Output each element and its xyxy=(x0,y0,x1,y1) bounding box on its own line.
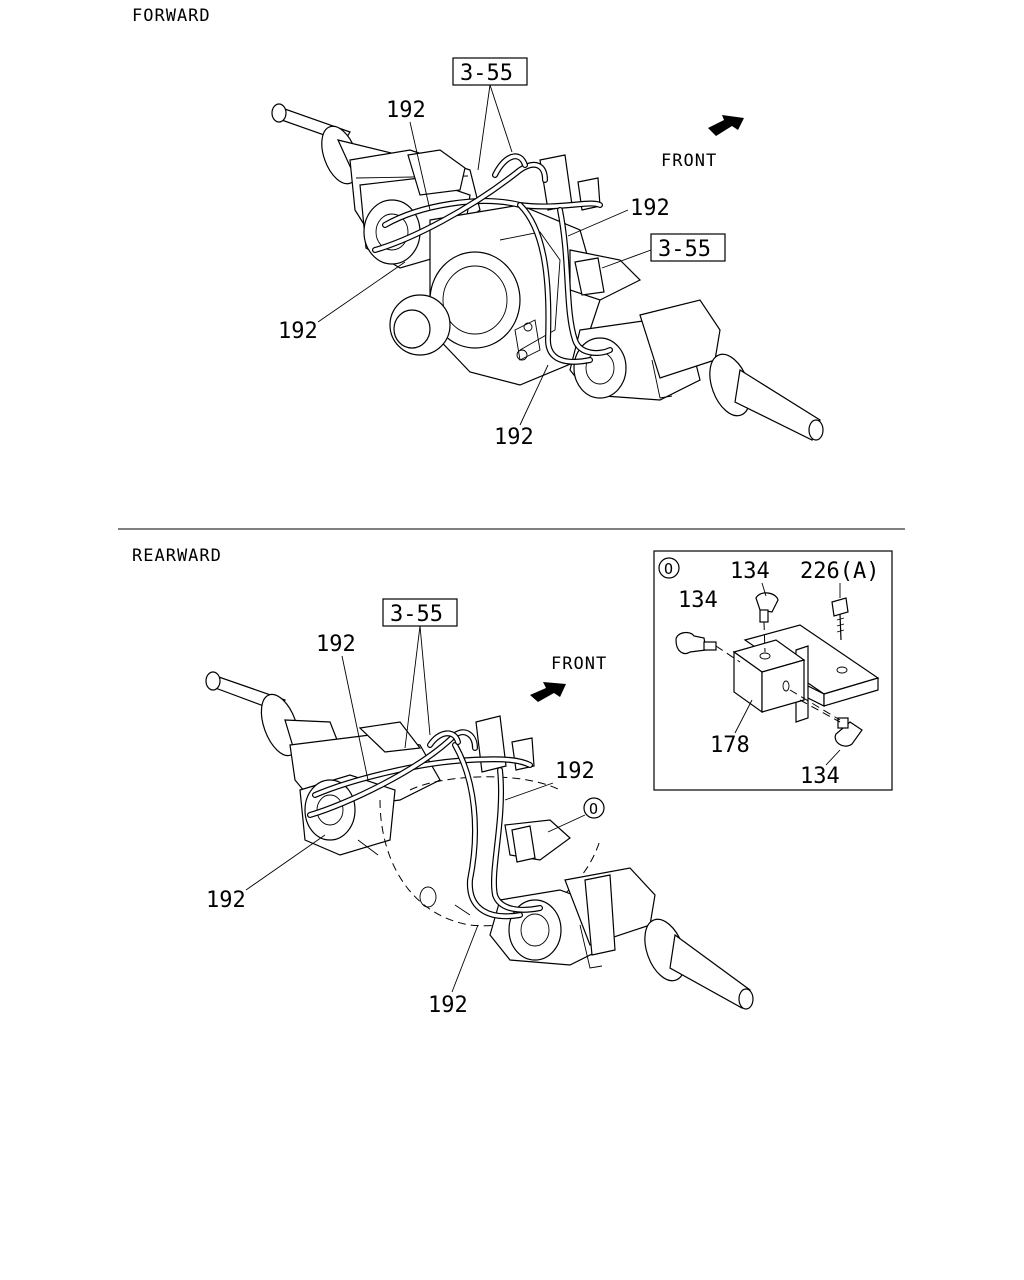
detail-part-178: 178 xyxy=(710,733,750,758)
forward-axle-drawing xyxy=(271,103,824,441)
detail-part-226a: 226(A) xyxy=(800,559,879,584)
rearward-ref-top: 3-55 xyxy=(390,602,443,627)
forward-ref-top: 3-55 xyxy=(460,61,513,86)
rearward-title: REARWARD xyxy=(132,546,222,566)
detail-marker-circle xyxy=(658,557,680,579)
detail-part-134-top: 134 xyxy=(730,559,770,584)
forward-front-label: FRONT xyxy=(661,151,717,171)
bracket-detail-drawing xyxy=(675,592,880,747)
forward-ref-right: 3-55 xyxy=(658,237,711,262)
detail-marker: O xyxy=(664,560,673,578)
rear-detail-marker-circle xyxy=(583,797,605,819)
forward-ref-box-right xyxy=(650,233,726,262)
front-arrow-icon xyxy=(708,115,744,136)
rearward-callout-192-left: 192 xyxy=(206,888,246,913)
rearward-callout-192-bottom: 192 xyxy=(428,993,468,1018)
rearward-front-label: FRONT xyxy=(551,654,607,674)
forward-callout-192-bottom: 192 xyxy=(494,425,534,450)
forward-callout-192-top: 192 xyxy=(386,98,426,123)
rear-detail-marker: O xyxy=(589,800,598,818)
detail-part-134-bottom: 134 xyxy=(800,764,840,789)
forward-title: FORWARD xyxy=(132,6,211,26)
detail-part-134-left: 134 xyxy=(678,588,718,613)
rearward-callout-192-right: 192 xyxy=(555,759,595,784)
detail-frame xyxy=(653,550,893,791)
rearward-axle-drawing xyxy=(205,671,754,1010)
rearward-callout-192-top: 192 xyxy=(316,632,356,657)
detail-box: O xyxy=(653,550,893,791)
rear-front-arrow-icon xyxy=(530,682,566,702)
forward-callout-192-left: 192 xyxy=(278,319,318,344)
forward-callout-192-right: 192 xyxy=(630,196,670,221)
rearward-section: REARWARD FRONT xyxy=(132,546,754,1018)
forward-section: FORWARD FRONT xyxy=(132,6,824,450)
